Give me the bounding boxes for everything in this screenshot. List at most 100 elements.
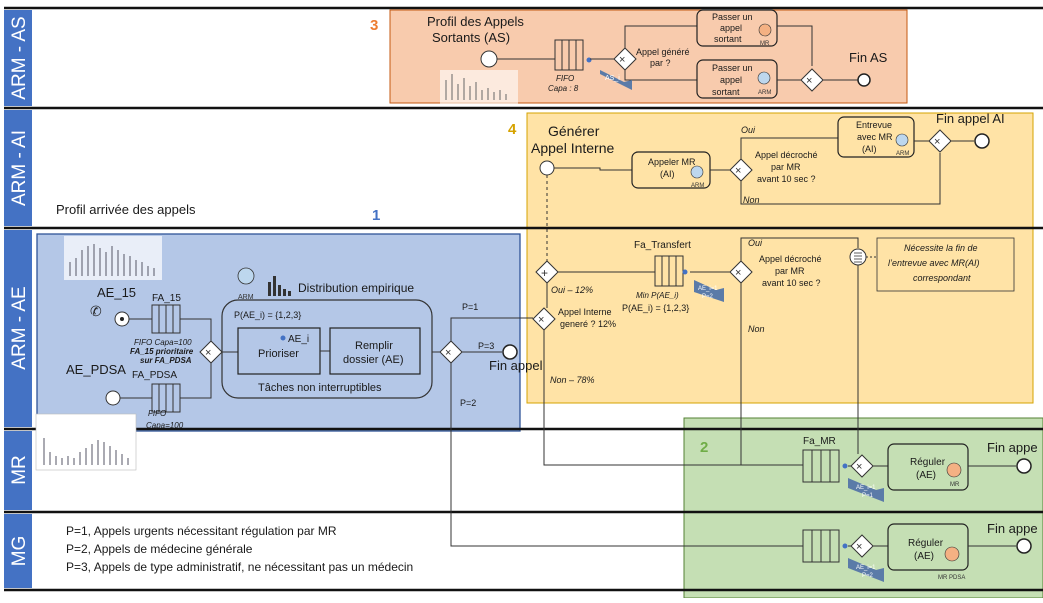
- as-gateway-label2: par ?: [650, 58, 671, 68]
- as-title-2: Sortants (AS): [432, 30, 510, 45]
- svg-text:MR: MR: [950, 482, 960, 488]
- aepdsa-label: AE_PDSA: [66, 362, 126, 377]
- lane-label-ae: ARM - AE: [9, 286, 30, 369]
- mg-task-regulate[interactable]: [887, 523, 969, 571]
- ai-title-1: Générer: [548, 123, 600, 139]
- svg-text:AE_i=1: AE_i=1: [856, 485, 876, 491]
- svg-text:P=1: P=1: [462, 302, 478, 312]
- svg-text:Appeler MR: Appeler MR: [648, 157, 696, 167]
- distribution-label: Distribution empirique: [298, 281, 414, 295]
- svg-text:Remplir: Remplir: [355, 340, 393, 352]
- mr-task-regulate[interactable]: [887, 443, 969, 491]
- svg-text:ARM: ARM: [238, 294, 254, 301]
- ai-end-event: [974, 133, 990, 149]
- svg-text:Capa=100: Capa=100: [146, 421, 184, 430]
- mr-process: Fa_MR × AE_i=1 P=1 Réguler (AE) MR Fin a…: [802, 436, 1038, 502]
- svg-text:×: ×: [735, 165, 741, 177]
- as-gateway-label: Appel généré: [636, 47, 690, 57]
- svg-text:+: +: [541, 266, 548, 280]
- as-merge-gateway: [800, 68, 824, 92]
- as-tag: [600, 70, 632, 90]
- svg-text:(AI): (AI): [660, 169, 675, 179]
- ai-end-label: Fin appel AI: [936, 111, 1005, 126]
- svg-text:MR: MR: [760, 41, 770, 47]
- legend-line-3: P=3, Appels de type administratif, ne né…: [66, 560, 413, 574]
- svg-text:AE_i=1: AE_i=1: [856, 565, 876, 571]
- mr-end-event: [1016, 458, 1032, 474]
- svg-text:×: ×: [806, 75, 812, 87]
- task-fill-file[interactable]: [329, 327, 421, 375]
- ai-merge-gateway: [928, 129, 952, 153]
- ae-queue-gateway: [199, 340, 223, 364]
- svg-text:×: ×: [934, 136, 940, 148]
- svg-text:Non: Non: [748, 324, 765, 334]
- noninterrupt-group: [221, 299, 433, 399]
- ae-process: Profil arrivée des appels ARM Distributi…: [35, 202, 1015, 547]
- svg-text:Oui – 12%: Oui – 12%: [551, 285, 593, 295]
- svg-text:Oui: Oui: [748, 238, 763, 248]
- priority-legend: P=1, Appels urgents nécessitant régulati…: [66, 524, 413, 574]
- svg-text:×: ×: [445, 347, 451, 359]
- ai-task-interview[interactable]: [837, 116, 915, 158]
- mr-gateway: [850, 454, 874, 478]
- svg-text:Appel décroché: Appel décroché: [755, 150, 818, 160]
- ae-profile-thumb: [64, 236, 162, 280]
- arm-operator-icon: [757, 71, 771, 85]
- svg-text:appel: appel: [720, 23, 742, 33]
- svg-text:P(AE_i) = {1,2,3}: P(AE_i) = {1,2,3}: [234, 310, 301, 320]
- svg-text:avec MR: avec MR: [857, 132, 893, 142]
- aepdsa-start-event[interactable]: [105, 390, 121, 406]
- svg-text:FA_15: FA_15: [152, 293, 181, 304]
- legend-line-1: P=1, Appels urgents nécessitant régulati…: [66, 524, 337, 538]
- as-task-mr[interactable]: [696, 9, 778, 47]
- arm-operator-icon-4: [237, 267, 255, 285]
- mg-gateway: [850, 534, 874, 558]
- svg-text:FA_15 prioritaire: FA_15 prioritaire: [130, 347, 194, 356]
- ai-start-event[interactable]: [539, 160, 555, 176]
- as-start-event[interactable]: [480, 50, 498, 68]
- svg-text:(AE): (AE): [916, 470, 936, 481]
- svg-text:Nécessite la fin de: Nécessite la fin de: [904, 243, 978, 253]
- svg-text:ARM: ARM: [691, 183, 704, 189]
- svg-text:P=2: P=2: [460, 398, 476, 408]
- svg-text:FIFO Capa=100: FIFO Capa=100: [134, 338, 192, 347]
- mr-pdsa-doctor-icon: [944, 546, 960, 562]
- svg-text:Non: Non: [743, 195, 760, 205]
- svg-text:AE_i=1: AE_i=1: [698, 286, 718, 292]
- svg-text:Entrevue: Entrevue: [856, 120, 892, 130]
- svg-text:sur FA_PDSA: sur FA_PDSA: [140, 356, 192, 365]
- svg-text:×: ×: [735, 267, 741, 279]
- ae15-label: AE_15: [97, 285, 136, 300]
- mg-end-event: [1016, 538, 1032, 554]
- zone-number-ae: 1: [372, 207, 380, 224]
- svg-text:P=2: P=2: [702, 294, 714, 300]
- svg-text:Fa_Transfert: Fa_Transfert: [634, 240, 691, 251]
- svg-text:(AI): (AI): [862, 144, 877, 154]
- svg-text:avant 10 sec ?: avant 10 sec ?: [757, 174, 816, 184]
- ae-wait-event: [849, 248, 867, 266]
- zone-number-ai: 4: [508, 121, 517, 138]
- arm-operator-icon-3: [895, 133, 909, 147]
- mg-end-label: Fin appe: [987, 521, 1038, 536]
- svg-text:P=1: P=1: [862, 493, 874, 499]
- note-box: [876, 237, 1015, 292]
- arm-operator-icon-2: [690, 165, 704, 179]
- ae-end-event: [502, 344, 518, 360]
- as-task-arm[interactable]: [696, 59, 778, 99]
- lane-label-ai: ARM - AI: [9, 130, 30, 206]
- svg-text:MR PDSA: MR PDSA: [938, 575, 965, 581]
- svg-text:Prioriser: Prioriser: [258, 348, 299, 360]
- svg-text:(AE): (AE): [914, 551, 934, 562]
- svg-text:Passer un: Passer un: [712, 12, 753, 22]
- mr-tag: [848, 478, 884, 502]
- svg-text:par MR: par MR: [775, 266, 805, 276]
- mg-process: × AE_i=1 P=2 Réguler (AE) MR PDSA Fin ap…: [802, 521, 1038, 582]
- svg-text:FIFO: FIFO: [148, 409, 166, 418]
- ai-title-2: Appel Interne: [531, 140, 614, 156]
- svg-text:appel: appel: [720, 75, 742, 85]
- ae-profile-label: Profil arrivée des appels: [56, 202, 196, 217]
- svg-text:AS_i: AS_i: [605, 75, 620, 82]
- ai-process: Générer Appel Interne Appeler MR (AI) AR…: [531, 111, 1005, 268]
- lane-label-mr: MR: [9, 455, 30, 485]
- as-end-event: [857, 73, 871, 87]
